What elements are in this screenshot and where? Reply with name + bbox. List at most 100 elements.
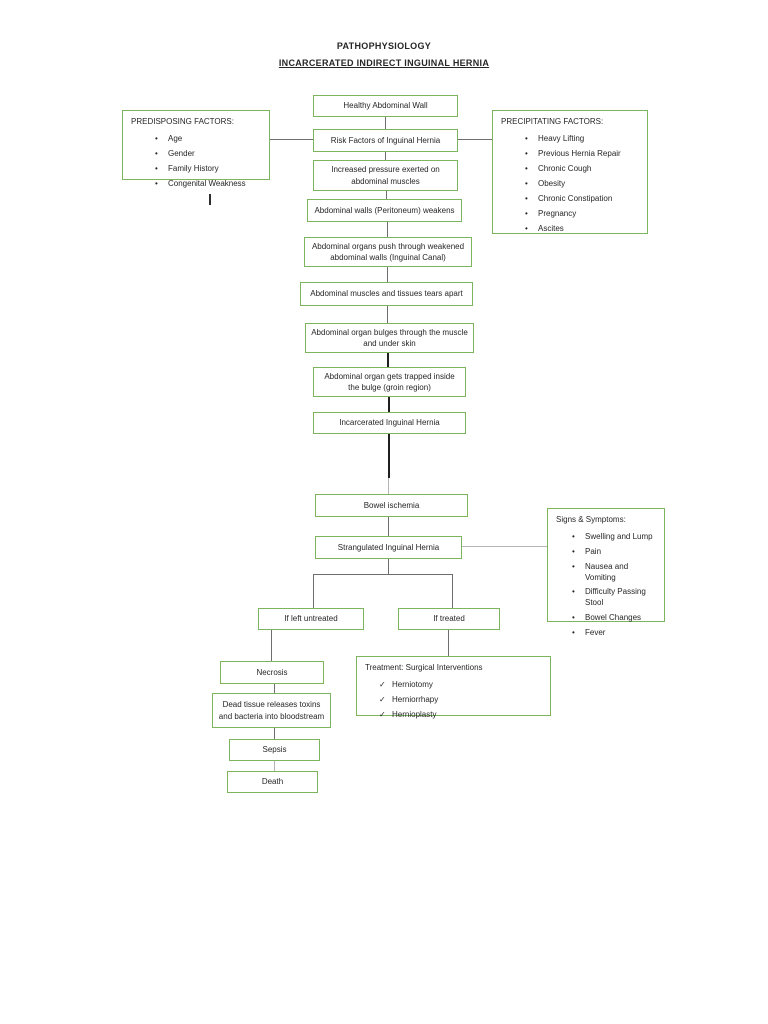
connector-risk-pressure [385, 152, 386, 160]
bullet-icon: • [525, 134, 528, 144]
list-item: • Age [155, 134, 263, 144]
connector-necrosis-deadtissue [274, 684, 275, 693]
connector-deadtissue-sepsis [274, 728, 275, 739]
list-item-label: Pain [585, 547, 602, 557]
flow-node-dead-tissue: Dead tissue releases toxins and bacteria… [212, 693, 331, 728]
signs-title: Signs & Symptoms: [556, 515, 626, 524]
connector-branch-horizontal [313, 574, 453, 575]
connector-sepsis-death [274, 761, 275, 771]
flow-node-walls-weaken: Abdominal walls (Peritoneum) weakens [307, 199, 462, 222]
bullet-icon: • [525, 164, 528, 174]
bullet-icon: • [525, 193, 528, 203]
list-item: • Ascites [525, 224, 641, 234]
list-item-label: Swelling and Lump [585, 532, 653, 542]
list-item: • Chronic Cough [525, 164, 641, 174]
bullet-icon: • [155, 134, 158, 144]
bullet-icon: • [572, 627, 575, 637]
list-item-label: Chronic Cough [538, 164, 592, 174]
flow-node-healthy-abdominal-wall: Healthy Abdominal Wall [313, 95, 458, 117]
flow-node-sepsis: Sepsis [229, 739, 320, 761]
flow-node-if-treated: If treated [398, 608, 500, 630]
list-item-label: Gender [168, 149, 195, 159]
list-item: • Swelling and Lump [572, 532, 658, 542]
connector-push-tears [387, 267, 388, 282]
list-item: • Obesity [525, 179, 641, 189]
connector-branch-left-drop [313, 574, 314, 608]
signs-symptoms-panel: Signs & Symptoms: • Swelling and Lump • Pa… [547, 508, 665, 637]
list-item: • Family History [155, 164, 263, 174]
flow-node-bowel-ischemia: Bowel ischemia [315, 494, 468, 517]
precipitating-factors-panel: PRECIPITATING FACTORS: •Heavy Lifting •P… [492, 110, 648, 234]
bullet-icon: • [525, 149, 528, 159]
list-item-label: Age [168, 134, 183, 144]
list-item-label: Obesity [538, 179, 566, 189]
list-item: • Gender [155, 149, 263, 159]
check-icon: ✓ [379, 710, 386, 720]
list-item: • Heavy Lifting [525, 134, 641, 144]
check-icon: ✓ [379, 695, 386, 705]
list-item-label: Fever [585, 627, 606, 637]
list-item-label: Previous Hernia Repair [538, 149, 621, 159]
flow-node-risk-factors: Risk Factors of Inguinal Hernia [313, 129, 458, 152]
page-title: PATHOPHYSIOLOGY [336, 41, 432, 51]
list-item-label: Heavy Lifting [538, 134, 585, 144]
list-item-label: Difficulty Passing Stool [585, 587, 646, 607]
page-subtitle: INCARCERATED INDIRECT INGUINAL HERNIA [278, 58, 490, 68]
list-item: • Difficulty Passing Stool [572, 587, 658, 608]
flow-node-increased-pressure: Increased pressure exerted on abdominal … [313, 160, 458, 191]
treatment-title: Treatment: Surgical Interventions [365, 663, 483, 672]
list-item-label: Congenital Weakness [168, 179, 246, 189]
connector-tears-bulges [387, 306, 388, 323]
connector-predisposing-risk [270, 139, 313, 140]
flow-node-necrosis: Necrosis [220, 661, 324, 684]
bullet-icon: • [155, 164, 158, 174]
bullet-icon: • [525, 179, 528, 189]
bullet-icon: • [155, 149, 158, 159]
list-item-label: Hernioplasty [392, 710, 437, 720]
list-item-label: Chronic Constipation [538, 193, 613, 203]
connector-weakens-push [387, 222, 388, 237]
connector-trapped-incarcerated [388, 397, 390, 412]
connector-risk-precipitating [458, 139, 492, 140]
list-item-label: Nausea and Vomiting [585, 562, 629, 582]
bullet-icon: • [572, 587, 575, 597]
bullet-icon: • [572, 612, 575, 622]
connector-branch-right-drop [452, 574, 453, 608]
connector-bulges-trapped [387, 353, 389, 367]
list-item-label: Bowel Changes [585, 612, 642, 622]
treatment-panel: Treatment: Surgical Interventions ✓Herni… [356, 656, 551, 719]
bullet-icon: • [572, 532, 575, 542]
flow-node-organs-push: Abdominal organs push through weakened a… [304, 237, 472, 267]
connector-incarcerated-ischemia-upper [388, 434, 390, 478]
flow-node-if-left-untreated: If left untreated [258, 608, 364, 630]
connector-ischemia-strangulated [388, 517, 389, 536]
list-item: • Congenital Weakness [155, 179, 263, 189]
flow-node-organ-trapped: Abdominal organ gets trapped inside the … [313, 367, 466, 397]
list-item-label: Family History [168, 164, 219, 174]
connector-treated-treatment [448, 630, 449, 656]
text-cursor-mark [209, 194, 211, 205]
list-item: ✓ Herniorrhapy [379, 695, 544, 705]
bullet-icon: • [155, 179, 158, 189]
flow-node-death: Death [227, 771, 318, 793]
flow-node-organ-bulges: Abdominal organ bulges through the muscl… [305, 323, 474, 353]
bullet-icon: • [525, 223, 528, 233]
list-item-label: Ascites [538, 223, 564, 233]
flow-node-tissues-tear: Abdominal muscles and tissues tears apar… [300, 282, 473, 306]
connector-untreated-necrosis [271, 630, 272, 661]
predisposing-title: PREDISPOSING FACTORS: [131, 117, 234, 126]
list-item: • Previous Hernia Repair [525, 149, 641, 159]
bullet-icon: • [572, 547, 575, 557]
predisposing-factors-panel: PREDISPOSING FACTORS: • Age • Gender • Fami… [122, 110, 270, 188]
connector-healthy-risk [385, 117, 386, 129]
list-item-label: Herniotomy [392, 680, 433, 690]
list-item-label: Pregnancy [538, 208, 577, 218]
list-item: ✓Herniotomy [379, 680, 544, 690]
bullet-icon: • [525, 208, 528, 218]
list-item: • Pain [572, 547, 658, 557]
flow-node-incarcerated-hernia: Incarcerated Inguinal Hernia [313, 412, 466, 434]
list-item-label: Herniorrhapy [392, 695, 439, 705]
flow-node-strangulated-hernia: Strangulated Inguinal Hernia [315, 536, 462, 559]
list-item: • Bowel Changes [572, 613, 658, 623]
